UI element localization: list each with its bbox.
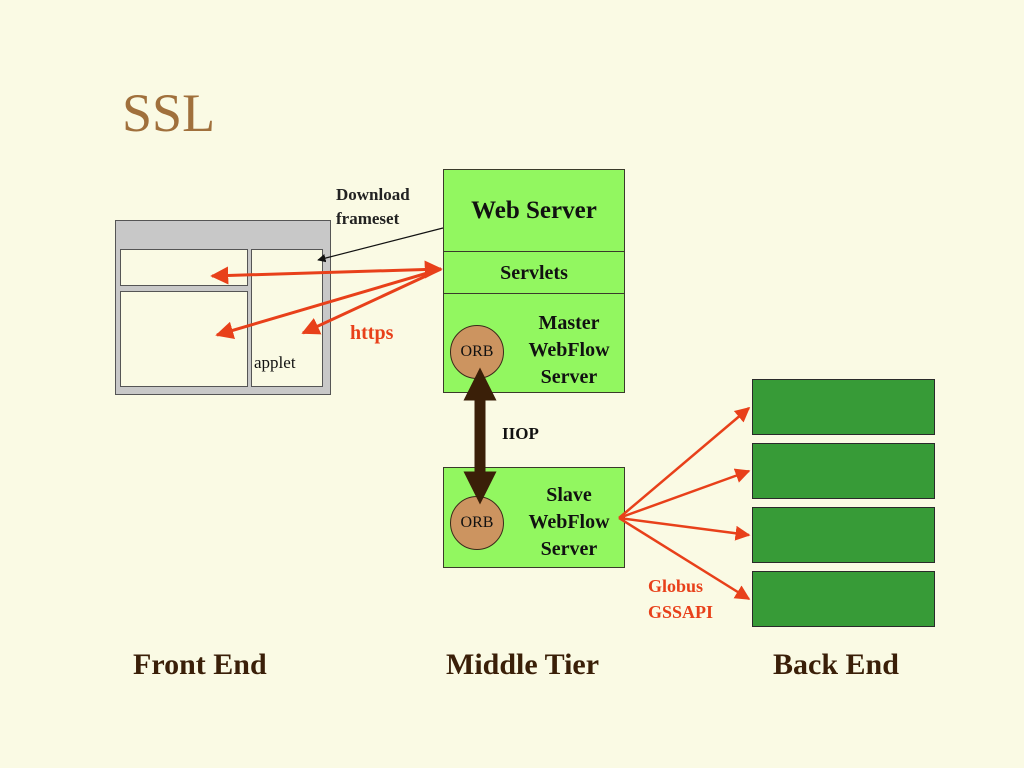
tier-back-end: Back End <box>773 648 899 681</box>
slave-webflow-server-label: Slave WebFlow Server <box>528 484 610 560</box>
globus-arrow-3 <box>618 516 751 541</box>
backend-box-2 <box>752 443 935 499</box>
iiop-label: IIOP <box>502 424 539 443</box>
globus-arrow-4 <box>618 516 751 601</box>
globus-arrow-1 <box>618 407 751 519</box>
https-arrow-top-frame <box>210 260 443 285</box>
web-server-box: Web Server <box>443 169 625 252</box>
tier-middle: Middle Tier <box>446 648 600 681</box>
slave-orb: ORB <box>450 496 504 550</box>
applet-label: applet <box>254 353 296 372</box>
backend-box-3 <box>752 507 935 563</box>
download-arrow <box>317 227 444 263</box>
https-label: https <box>350 322 394 344</box>
servlets-box: Servlets <box>443 251 625 294</box>
download-frameset-label: Download frameset <box>336 185 410 228</box>
browser-window: applet <box>115 220 331 395</box>
servlets-label: Servlets <box>500 262 568 284</box>
https-arrow-bottom-frame <box>215 267 442 340</box>
https-arrow-applet <box>301 267 442 335</box>
backend-box-4 <box>752 571 935 627</box>
slide-title: SSL <box>122 83 216 143</box>
backend-box-1 <box>752 379 935 435</box>
globus-arrow-2 <box>618 468 751 520</box>
web-server-label: Web Server <box>471 197 597 224</box>
globus-gssapi-label: Globus GSSAPI <box>648 576 714 622</box>
master-webflow-server-label: Master WebFlow Server <box>528 312 610 388</box>
tier-front-end: Front End <box>133 648 267 681</box>
